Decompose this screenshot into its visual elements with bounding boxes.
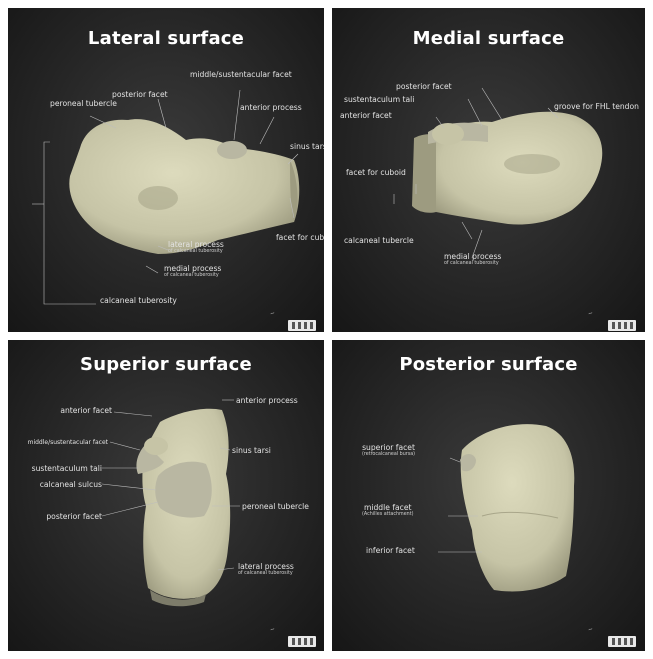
label-peroneal-tubercle: peroneal tubercle — [50, 99, 117, 108]
label-peroneal-tubercle: peroneal tubercle — [242, 502, 309, 511]
label-sustentaculum-tali: sustentaculum tali — [344, 95, 414, 104]
calcaneus-bone — [69, 119, 299, 254]
label-medial-process: medial processof calcaneal tuberosity — [444, 252, 501, 267]
label-middle-sustentacular-facet: middle/sustentacular facet — [190, 70, 292, 79]
logo-mark — [608, 636, 636, 647]
posterior-calcaneus-illustration — [332, 340, 645, 651]
superior-surface-panel: Superior surface anterior facet middle/s… — [8, 340, 324, 651]
lateral-shadow — [138, 186, 178, 210]
middle-facet-knob — [217, 141, 247, 159]
label-posterior-facet: posterior facet — [46, 512, 102, 521]
label-middle-sustentacular-facet: middle/sustentacular facet — [14, 438, 108, 447]
cuboid-facet — [412, 134, 436, 213]
logo-mark — [288, 320, 316, 331]
superior-calcaneus-illustration — [8, 340, 324, 651]
label-medial-process: medial processof calcaneal tuberosity — [164, 264, 221, 279]
label-facet-for-cuboid: facet for cuboid — [346, 168, 406, 177]
label-anterior-process: anterior process — [240, 103, 302, 112]
label-anterior-facet: anterior facet — [340, 111, 392, 120]
logo-mark — [288, 636, 316, 647]
label-sustentaculum-tali: sustentaculum tali — [32, 464, 102, 473]
label-calcaneal-sulcus: calcaneal sulcus — [40, 480, 102, 489]
label-facet-for-cuboid: facet for cuboid — [276, 233, 324, 242]
label-groove-fhl: groove for FHL tendon — [554, 102, 639, 111]
medial-surface-panel: Medial surface posterior facet sustentac… — [332, 8, 645, 332]
label-sinus-tarsi: sinus tarsi — [290, 142, 324, 151]
lateral-surface-panel: Lateral surface peroneal tubercle poste — [8, 8, 324, 332]
label-anterior-facet: anterior facet — [60, 406, 112, 415]
calcaneus-bone — [461, 424, 575, 591]
label-lateral-process: lateral processof calcaneal tuberosity — [168, 240, 224, 255]
label-posterior-facet: posterior facet — [112, 90, 168, 99]
label-superior-facet: superior facet(retrocalcaneal bursa) — [362, 443, 415, 458]
label-sinus-tarsi: sinus tarsi — [232, 446, 271, 455]
fhl-groove-shadow — [504, 154, 560, 174]
posterior-surface-panel: Posterior surface superior facet(retroca… — [332, 340, 645, 651]
label-posterior-facet: posterior facet — [396, 82, 452, 91]
anterior-facet-knob — [432, 123, 464, 145]
anterior-facet-knob — [144, 437, 168, 455]
lateral-calcaneus-illustration — [8, 8, 324, 332]
label-calcaneal-tubercle: calcaneal tubercle — [344, 236, 414, 245]
label-lateral-process: lateral processof calcaneal tuberosity — [238, 562, 294, 577]
label-middle-facet: middle facet(Achilles attachment) — [362, 503, 413, 518]
label-inferior-facet: inferior facet — [366, 546, 415, 555]
logo-mark — [608, 320, 636, 331]
label-anterior-process: anterior process — [236, 396, 298, 405]
label-calcaneal-tuberosity: calcaneal tuberosity — [100, 296, 177, 305]
